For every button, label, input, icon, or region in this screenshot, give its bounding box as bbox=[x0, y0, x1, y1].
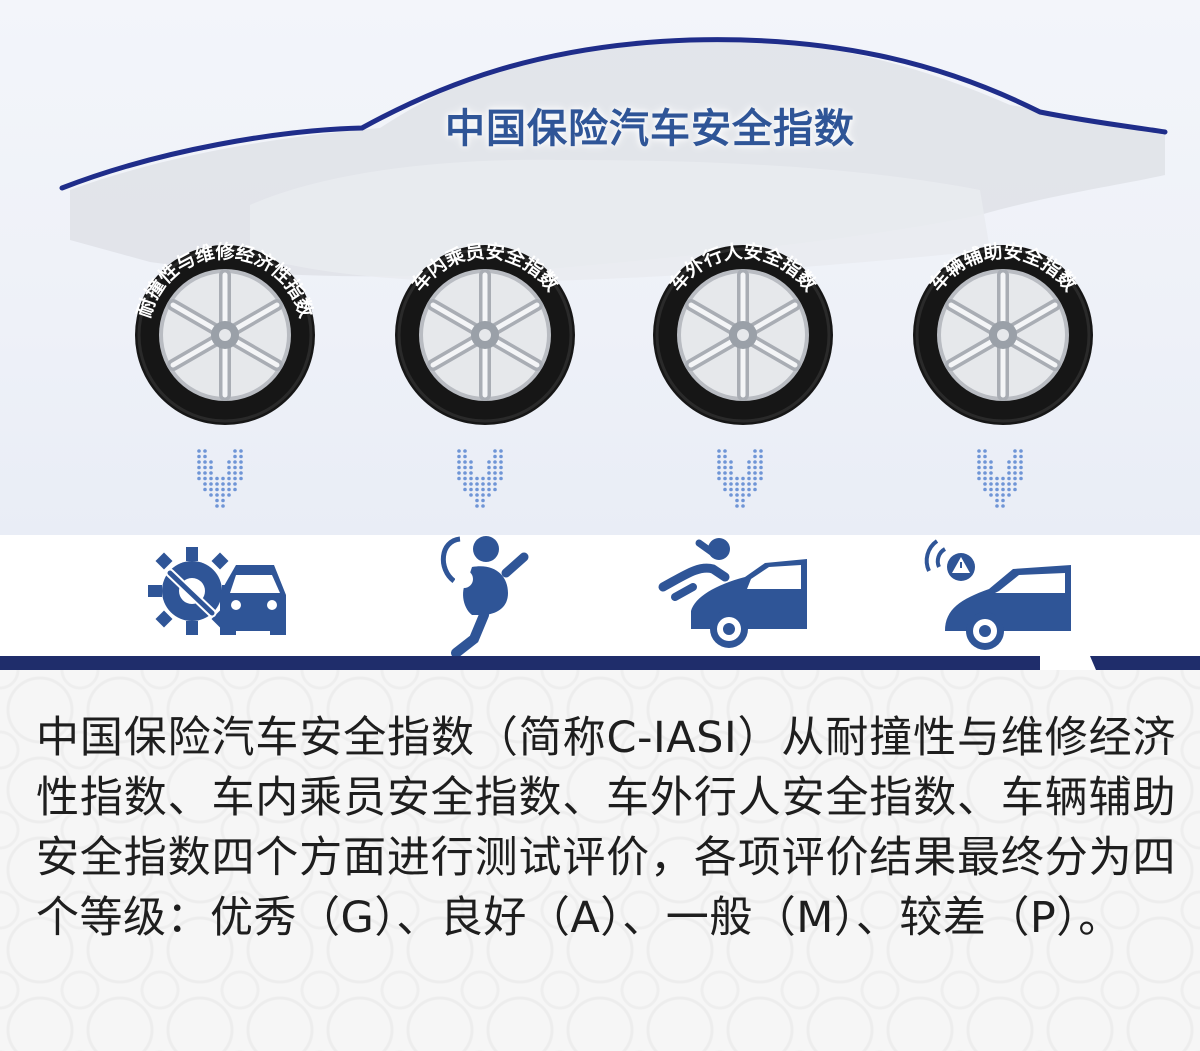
wheel-pedestrian: 车外行人安全指数 bbox=[648, 240, 838, 430]
text-panel: 中国保险汽车安全指数（简称C-IASI）从耐撞性与维修经济性指数、车内乘员安全指… bbox=[0, 670, 1200, 1051]
pedestrian-impact-icon bbox=[655, 535, 815, 657]
down-arrow-icon bbox=[976, 448, 1026, 518]
divider-bar bbox=[0, 656, 1200, 670]
down-arrow-icon bbox=[456, 448, 506, 518]
wheel-assist: 车辆辅助安全指数 bbox=[908, 240, 1098, 430]
airbag-occupant-icon bbox=[410, 535, 570, 658]
description-text: 中国保险汽车安全指数（简称C-IASI）从耐撞性与维修经济性指数、车内乘员安全指… bbox=[36, 713, 1176, 943]
car-silhouette bbox=[59, 37, 1168, 282]
warning-sensor-car-icon bbox=[915, 535, 1075, 657]
repair-gear-car-icon bbox=[140, 535, 300, 657]
down-arrow-icon bbox=[716, 448, 766, 518]
icon-band bbox=[0, 535, 1200, 658]
hero-title: 中国保险汽车安全指数 bbox=[445, 106, 855, 152]
hero-illustration: 中国保险汽车安全指数 耐撞性与维修经济性指数 车内乘员安全指数 车外行人安全指数… bbox=[0, 0, 1200, 535]
down-arrow-icon bbox=[196, 448, 246, 518]
wheel-occupant: 车内乘员安全指数 bbox=[390, 240, 580, 430]
wheel-crash-repair: 耐撞性与维修经济性指数 bbox=[130, 240, 320, 430]
